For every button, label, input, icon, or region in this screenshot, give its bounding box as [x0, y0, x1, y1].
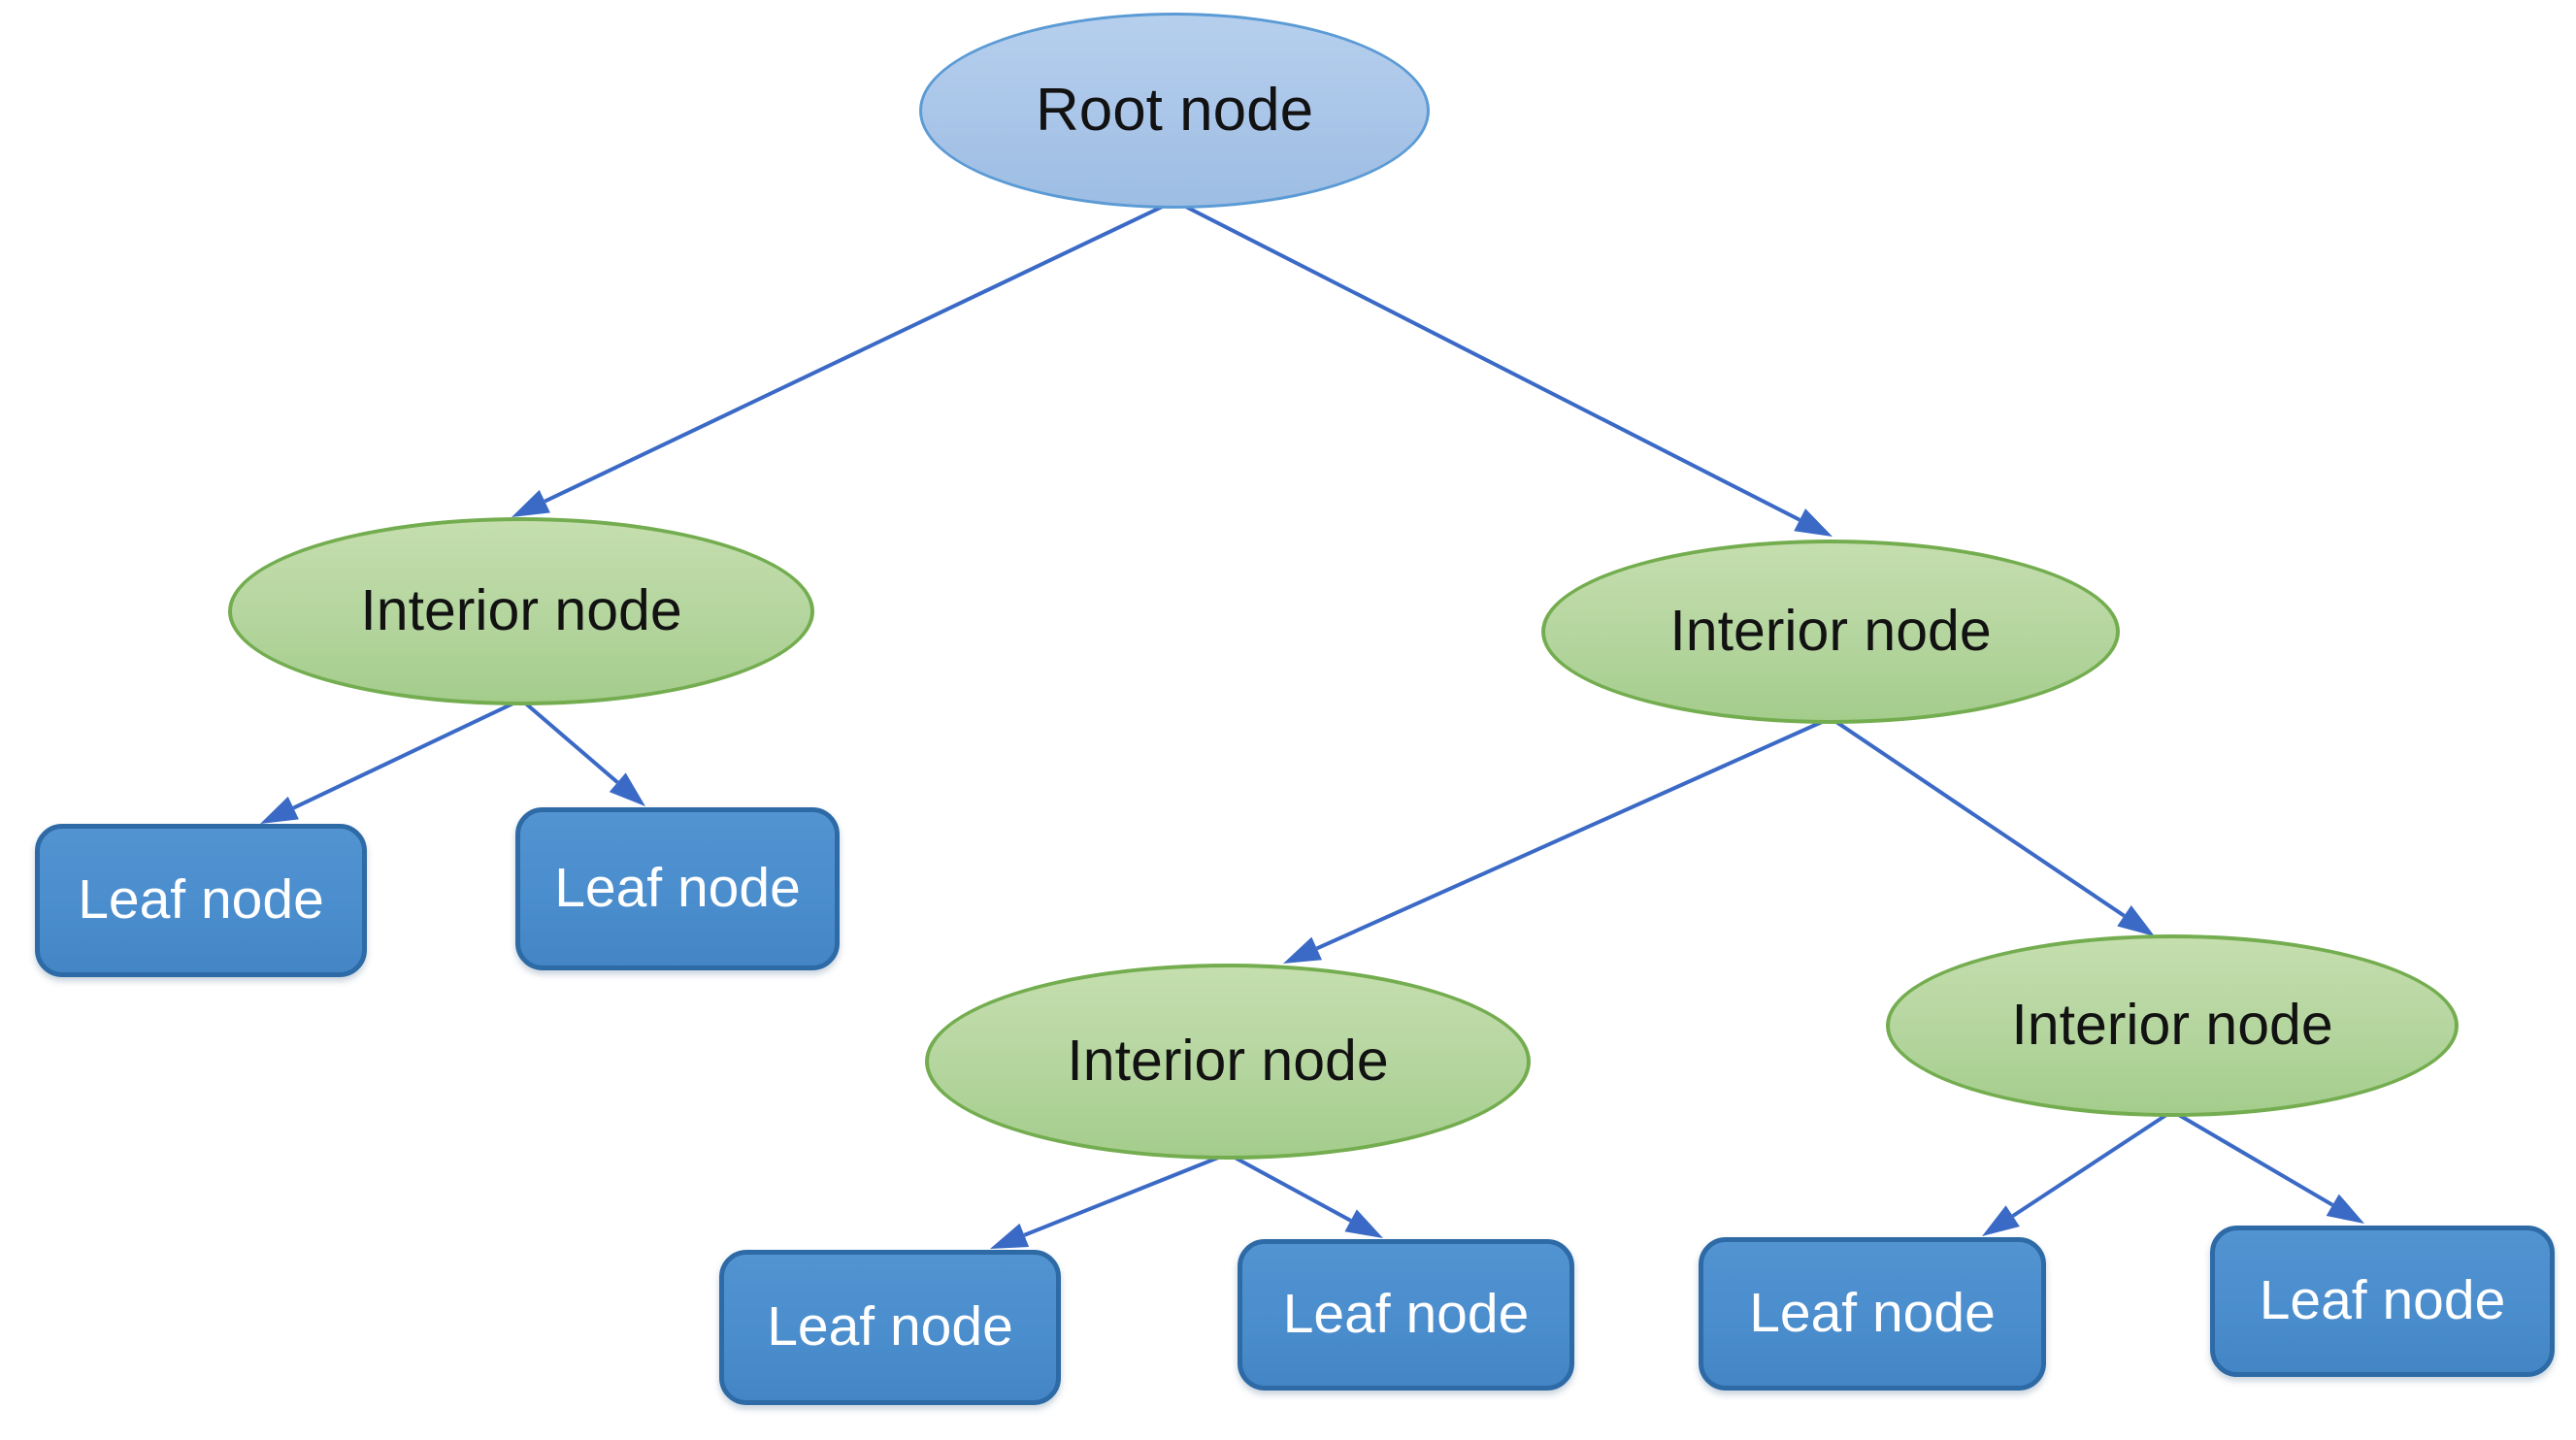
edge-line-root-to-interior-left — [544, 199, 1175, 504]
leaf-node-4: Leaf node — [1238, 1239, 1574, 1391]
leaf-node-label: Leaf node — [2259, 1269, 2506, 1332]
interior-node-label: Interior node — [1669, 599, 1992, 664]
arrowhead-icon — [1344, 1209, 1383, 1238]
leaf-node-label: Leaf node — [78, 868, 324, 932]
arrowhead-icon — [1283, 936, 1322, 964]
edge-line-interior-right2-to-leaf-6 — [2170, 1109, 2334, 1207]
edge-line-interior-mid-to-leaf-4 — [1227, 1152, 1352, 1223]
leaf-node-3: Leaf node — [719, 1250, 1061, 1405]
arrowhead-icon — [2117, 904, 2155, 936]
edge-line-interior-left-to-leaf-2 — [519, 698, 619, 784]
interior-node-right-level3: Interior node — [1886, 934, 2459, 1117]
root-node: Root node — [919, 13, 1430, 209]
edge-line-interior-mid-to-leaf-3 — [1023, 1152, 1229, 1237]
interior-node-mid-level3: Interior node — [925, 964, 1531, 1160]
arrowhead-icon — [1794, 508, 1833, 537]
arrowhead-icon — [1982, 1205, 2020, 1236]
leaf-node-label: Leaf node — [1282, 1283, 1530, 1346]
leaf-node-label: Leaf node — [554, 857, 801, 920]
edge-line-interior-right2-to-leaf-5 — [2011, 1109, 2174, 1218]
root-node-label: Root node — [1035, 77, 1314, 145]
arrowhead-icon — [512, 489, 550, 517]
edge-line-root-to-interior-right — [1173, 199, 1801, 522]
leaf-node-1: Leaf node — [35, 824, 367, 977]
interior-node-label: Interior node — [2011, 993, 2333, 1058]
leaf-node-5: Leaf node — [1699, 1237, 2046, 1391]
interior-node-left: Interior node — [228, 517, 814, 705]
arrowhead-icon — [990, 1223, 1030, 1249]
arrowhead-icon — [260, 796, 299, 824]
interior-node-right: Interior node — [1541, 540, 2120, 724]
interior-node-label: Interior node — [1067, 1029, 1389, 1094]
arrowhead-icon — [609, 772, 645, 806]
edge-line-interior-right-to-interior-right2 — [1829, 716, 2126, 918]
edge-line-interior-right-to-interior-mid — [1315, 716, 1832, 951]
leaf-node-label: Leaf node — [767, 1295, 1013, 1358]
leaf-node-6: Leaf node — [2210, 1226, 2555, 1377]
interior-node-label: Interior node — [360, 578, 682, 643]
leaf-node-label: Leaf node — [1749, 1282, 1996, 1345]
edge-line-interior-left-to-leaf-1 — [292, 698, 522, 810]
arrowhead-icon — [2326, 1194, 2364, 1224]
leaf-node-2: Leaf node — [515, 807, 840, 970]
